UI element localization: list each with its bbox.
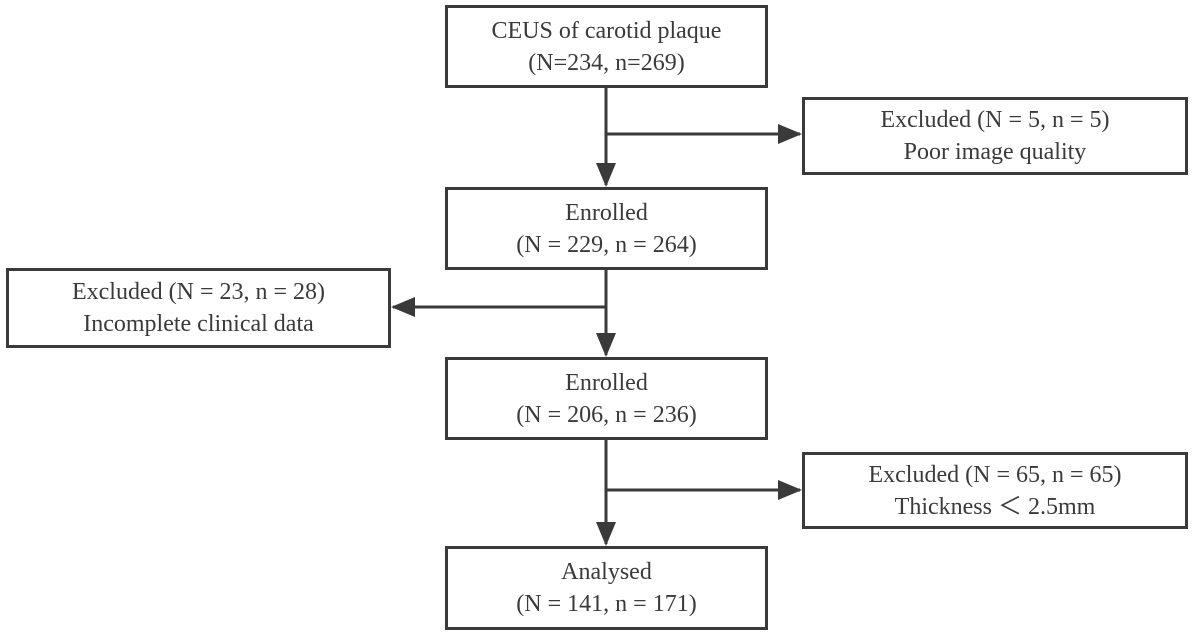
box-ceus-carotid-plaque: CEUS of carotid plaque (N=234, n=269): [445, 5, 768, 88]
box-excluded1-line1: Excluded (N = 5, n = 5): [880, 107, 1110, 133]
box-enrolled1-line1: Enrolled: [565, 199, 648, 226]
box-excluded3-line1: Excluded (N = 65, n = 65): [868, 461, 1122, 488]
box-ceus-line2: (N=234, n=269): [528, 49, 685, 76]
box-analysed: Analysed (N = 141, n = 171): [445, 546, 768, 630]
box-excluded2-line2: Incomplete clinical data: [83, 311, 314, 337]
box-excluded-incomplete-clinical-data: Excluded (N = 23, n = 28) Incomplete cli…: [6, 268, 391, 348]
box-excluded3-line2: Thickness ＜ 2.5mm: [894, 493, 1096, 520]
box-excluded-poor-image-quality: Excluded (N = 5, n = 5) Poor image quali…: [802, 97, 1188, 175]
box-ceus-line1: CEUS of carotid plaque: [491, 17, 722, 44]
box-analysed-line2: (N = 141, n = 171): [516, 591, 697, 617]
box-excluded1-line2: Poor image quality: [903, 139, 1087, 165]
box-excluded-thickness: Excluded (N = 65, n = 65) Thickness ＜ 2.…: [802, 452, 1188, 529]
box-analysed-line1: Analysed: [561, 559, 652, 585]
box-enrolled-first: Enrolled (N = 229, n = 264): [445, 187, 768, 270]
box-excluded2-line1: Excluded (N = 23, n = 28): [71, 279, 326, 305]
box-enrolled1-line2: (N = 229, n = 264): [516, 231, 697, 258]
box-enrolled2-line2: (N = 206, n = 236): [516, 401, 697, 428]
box-enrolled2-line1: Enrolled: [565, 369, 648, 396]
box-enrolled-second: Enrolled (N = 206, n = 236): [445, 357, 768, 440]
